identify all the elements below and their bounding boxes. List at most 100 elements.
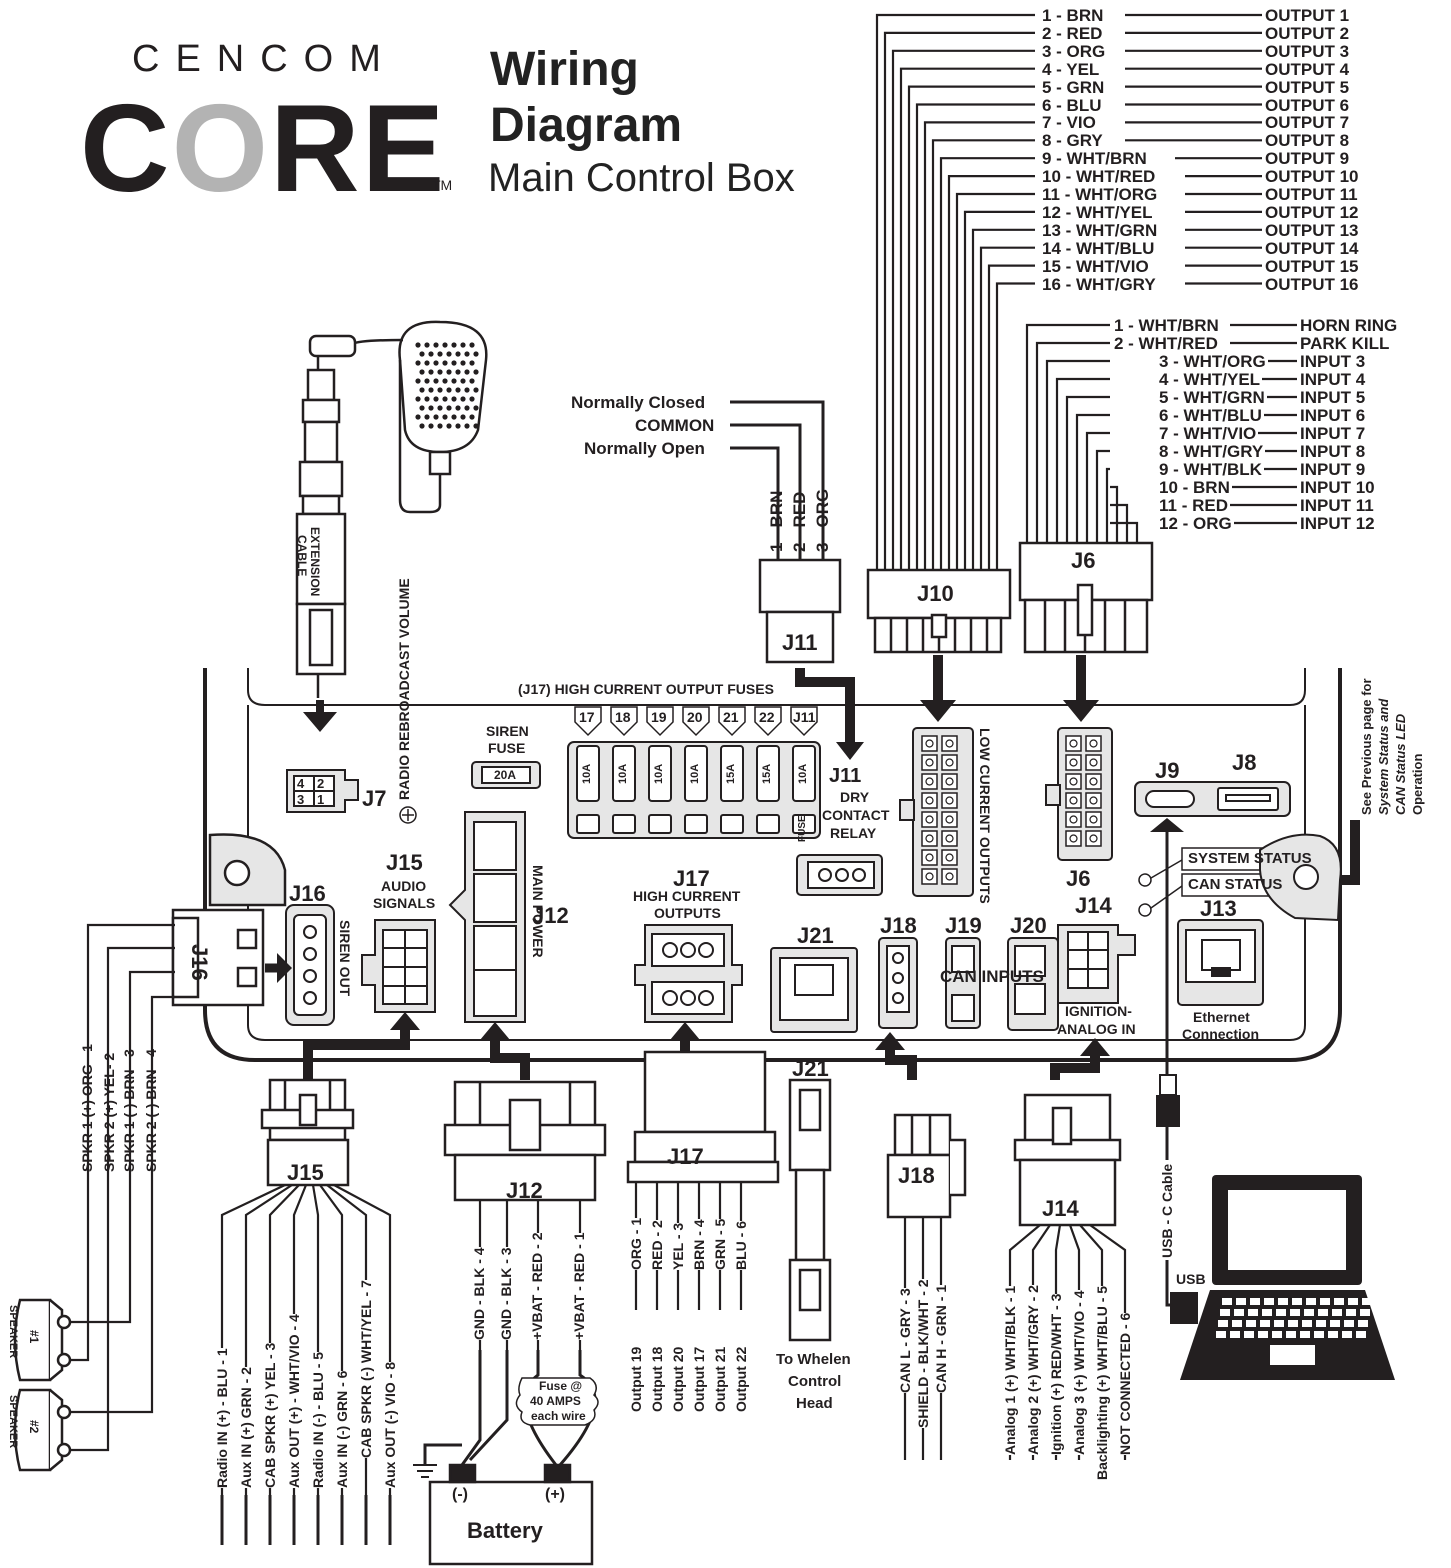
speaker2-label: SPEAKER — [7, 1395, 19, 1449]
j7-pin-1: 1 — [317, 792, 325, 807]
label-j12-socket: J12 — [532, 903, 569, 928]
fuse-holder-22 — [756, 814, 780, 834]
j6-input-label-9: INPUT 9 — [1300, 460, 1366, 479]
system-status-led: SYSTEM STATUS — [1188, 850, 1312, 867]
j12-wire-label-2: GND - BLK - 3 — [498, 1247, 514, 1340]
j14-wire-label-2: Analog 2 (+) WHT/GRY - 2 — [1025, 1285, 1041, 1455]
j11-relay-socket — [796, 854, 883, 896]
control-box-outline — [203, 668, 1342, 1062]
j6-input-label-2: PARK KILL — [1300, 334, 1390, 353]
j15-wire-label-6: Aux IN (-) GRN - 6 — [334, 1370, 350, 1488]
fuse-value-20: 10A — [689, 763, 701, 784]
j10-wire — [915, 103, 1035, 570]
fuse-21 — [720, 745, 744, 802]
fuse-20 — [684, 745, 708, 802]
j10-plug — [866, 568, 1012, 654]
speaker-wire-label-3: SPKR 1 (-) BRN - 3 — [121, 1049, 137, 1172]
fuse-note-3: each wire — [531, 1409, 586, 1423]
j10-wire — [939, 157, 1035, 570]
fuse-slots — [574, 706, 818, 834]
j15-wire-label-3: CAB SPKR (+) YEL - 3 — [262, 1342, 278, 1488]
fuse-value-18: 10A — [617, 763, 629, 784]
j17-wire-label-2: RED - 2 — [649, 1220, 665, 1270]
j10-wire — [931, 139, 1035, 570]
j10-wire-label-7: 7 - VIO — [1040, 113, 1098, 133]
brand-cencom: CENCOM — [132, 38, 397, 80]
j17-output-label-1: Output 19 — [628, 1346, 644, 1412]
j6-input-label-11: INPUT 11 — [1300, 496, 1374, 515]
j6-wire — [1035, 341, 1110, 543]
core-letter-c: C — [80, 80, 172, 218]
j10-wire-label-9: 9 - WHT/BRN — [1040, 149, 1149, 169]
label-j17-plug: J17 — [667, 1144, 704, 1169]
extension-cable — [295, 356, 347, 698]
j10-wire — [883, 31, 1035, 570]
j10-wire — [971, 228, 1035, 570]
see-previous-3: CAN Status LED — [1393, 713, 1408, 815]
j6-wire — [1045, 359, 1110, 543]
battery — [428, 1463, 594, 1566]
j10-output-label-7: OUTPUT 7 — [1265, 113, 1350, 133]
ground-symbol — [413, 1464, 437, 1478]
fuse-holder-20 — [684, 814, 708, 834]
low-current-label: LOW CURRENT OUTPUTS — [977, 728, 993, 904]
ext-cable-label2: CABLE — [295, 535, 309, 577]
j6-input-label-5: INPUT 5 — [1300, 388, 1366, 407]
j6-wire-label-2: 2 - WHT/RED — [1112, 334, 1220, 353]
title-line3: Main Control Box — [488, 156, 795, 200]
label-j15-plug: J15 — [287, 1160, 324, 1185]
j6-wire-label-10: 10 - BRN — [1157, 478, 1232, 497]
j10-wire-label-3: 3 - ORG — [1040, 41, 1108, 61]
label-j16-plug: J16 — [187, 944, 212, 981]
j14-wire-label-1: Analog 1 (+) WHT/BLK - 1 — [1002, 1285, 1018, 1455]
j12-wire-label-4: +VBAT - RED - 1 — [571, 1232, 587, 1340]
label-j19: J19 — [945, 913, 982, 938]
j10-wire — [995, 282, 1035, 570]
fuse-17 — [576, 745, 600, 802]
j21-cable — [788, 1078, 832, 1342]
label-j11-plug: J11 — [782, 630, 818, 655]
j6-input-label-4: INPUT 4 — [1300, 370, 1366, 389]
fuse-slot-tab-18 — [610, 706, 638, 737]
to-whelen-2: Control — [788, 1373, 842, 1390]
j10-wire-label-16: 16 - WHT/GRY — [1040, 274, 1158, 294]
mic-grille — [415, 342, 479, 429]
j17-wire-label-3: YEL - 3 — [670, 1222, 686, 1270]
j21-socket — [770, 947, 858, 1033]
j17-wire-label-6: BLU - 6 — [733, 1221, 749, 1270]
j6-input-label-7: INPUT 7 — [1300, 424, 1366, 443]
j10-wire — [899, 67, 1035, 570]
fuse-value-17: 10A — [581, 763, 593, 784]
j14-wire-label-4: Analog 3 (+) WHT/VIO - 4 — [1071, 1290, 1087, 1455]
j18-plug — [886, 1113, 967, 1219]
j10-wire-label-14: 14 - WHT/BLU — [1040, 238, 1157, 258]
j10-output-label-3: OUTPUT 3 — [1265, 41, 1350, 61]
j10-output-label-13: OUTPUT 13 — [1265, 220, 1359, 240]
j7-connector — [286, 769, 359, 813]
j10-wire-label-6: 6 - BLU — [1040, 95, 1104, 115]
fuse-19 — [648, 745, 672, 802]
j10-wire — [891, 49, 1035, 570]
j10-output-label-2: OUTPUT 2 — [1265, 23, 1350, 43]
laptop — [1180, 1175, 1395, 1380]
j10-output-label-9: OUTPUT 9 — [1265, 149, 1350, 169]
audio-label2: SIGNALS — [373, 895, 436, 911]
fuse-slot-tab-22 — [754, 706, 782, 737]
j10-output-label-11: OUTPUT 11 — [1265, 185, 1358, 204]
j10-wire — [987, 264, 1035, 570]
label-j13: J13 — [1200, 896, 1237, 921]
j17-output-label-2: Output 18 — [649, 1346, 665, 1412]
j13-ethernet — [1177, 919, 1264, 1006]
label-j6-socket: J6 — [1066, 866, 1091, 891]
j15-socket — [361, 919, 436, 1013]
j6-wire — [1075, 413, 1110, 543]
harness-arrowheads — [390, 1012, 1110, 1056]
can-status-led: CAN STATUS — [1188, 876, 1283, 893]
fuse-J11 — [792, 745, 816, 802]
speaker-wires — [68, 923, 175, 1452]
j15-wire-label-2: Aux IN (+) GRN - 2 — [238, 1367, 254, 1488]
j20-socket — [1007, 937, 1059, 1031]
j10-wire — [907, 85, 1035, 570]
j10-wire-label-11: 11 - WHT/ORG — [1040, 185, 1160, 204]
high-current-label1: HIGH CURRENT — [633, 888, 741, 904]
